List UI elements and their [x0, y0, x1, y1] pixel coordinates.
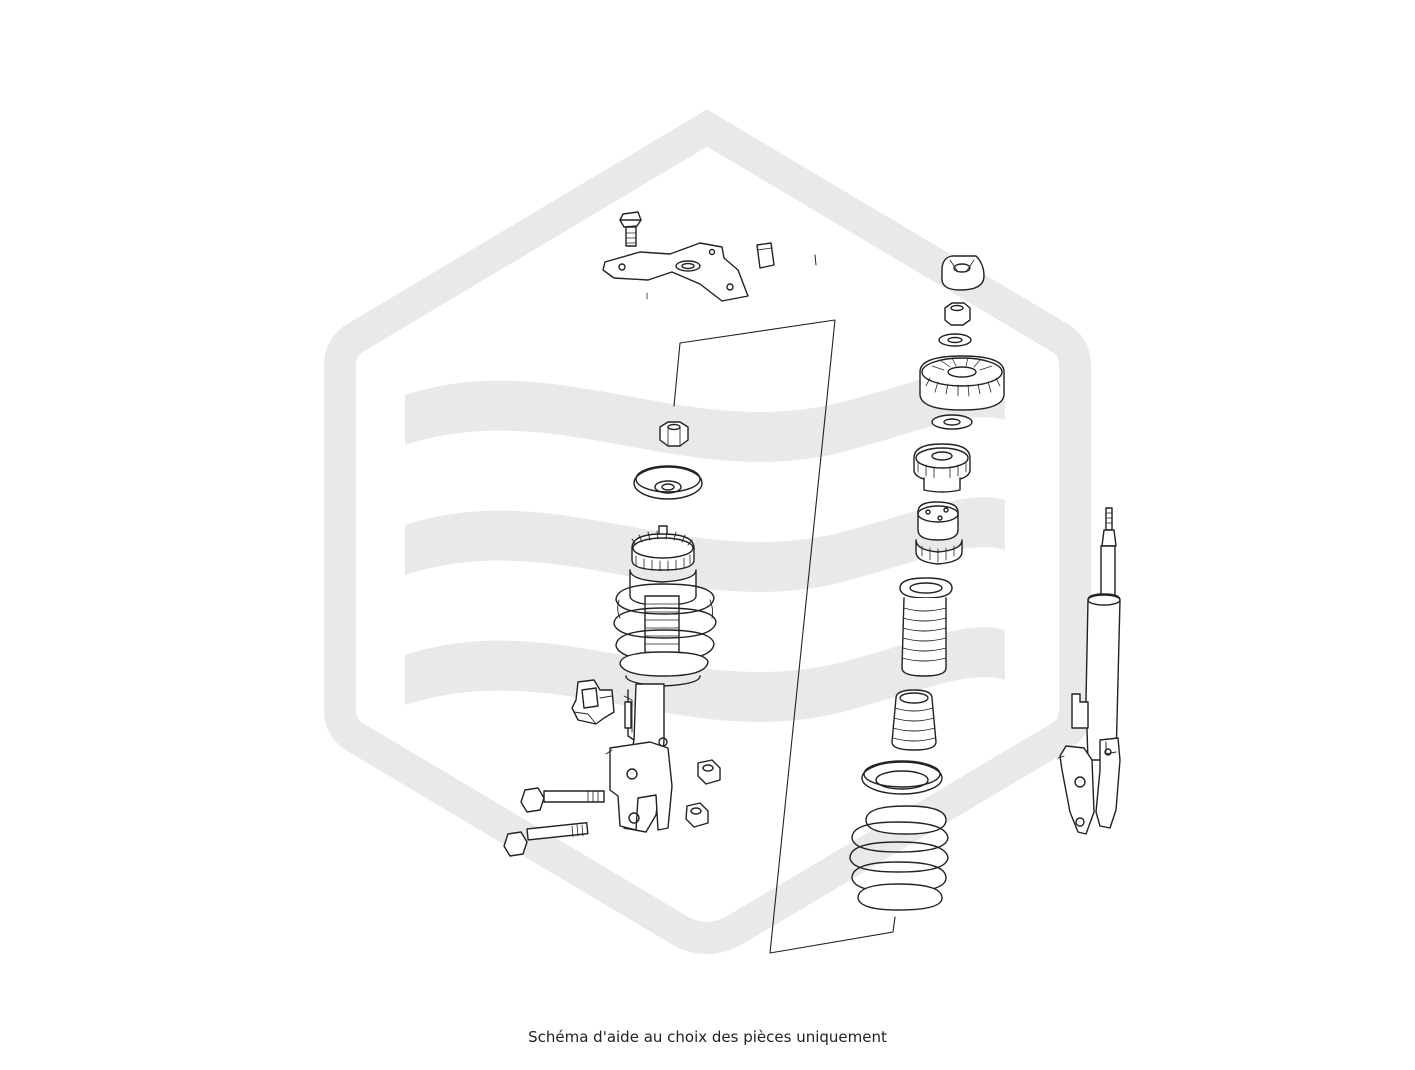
strut-knuckle-bolt-upper[interactable] — [520, 787, 605, 813]
dust-boot[interactable] — [899, 577, 953, 677]
flat-washer-upper[interactable] — [938, 333, 972, 347]
spring-lower-seat[interactable] — [861, 760, 943, 795]
flange-nut-lower[interactable] — [685, 802, 709, 828]
strut-mount-cap[interactable] — [941, 255, 985, 291]
strut-knuckle-bolt-lower[interactable] — [503, 822, 589, 857]
flat-washer-lower[interactable] — [931, 414, 973, 430]
coil-spring[interactable] — [849, 805, 949, 911]
hexagon-waves-logo-watermark-icon — [324, 109, 1091, 954]
diagram-caption: Schéma d'aide au choix des pièces unique… — [528, 1028, 887, 1046]
thrust-bearing-ring[interactable] — [633, 465, 703, 500]
stabilizer-link-bracket[interactable] — [571, 679, 615, 725]
top-nut[interactable] — [659, 421, 689, 447]
hex-nut[interactable] — [944, 302, 971, 326]
bearing-mount[interactable] — [913, 443, 971, 493]
strut-mount-plate[interactable] — [602, 242, 749, 302]
group-outline-line — [673, 319, 896, 954]
plate-bolt[interactable] — [619, 211, 642, 247]
spring-upper-seat[interactable] — [915, 501, 963, 565]
bump-stop[interactable] — [891, 689, 937, 751]
complete-strut-assembly[interactable] — [605, 525, 717, 833]
plate-clip[interactable] — [756, 242, 775, 269]
strut-top-mount[interactable] — [919, 355, 1005, 411]
flange-nut-upper[interactable] — [697, 759, 721, 785]
shock-absorber[interactable] — [1057, 507, 1121, 835]
